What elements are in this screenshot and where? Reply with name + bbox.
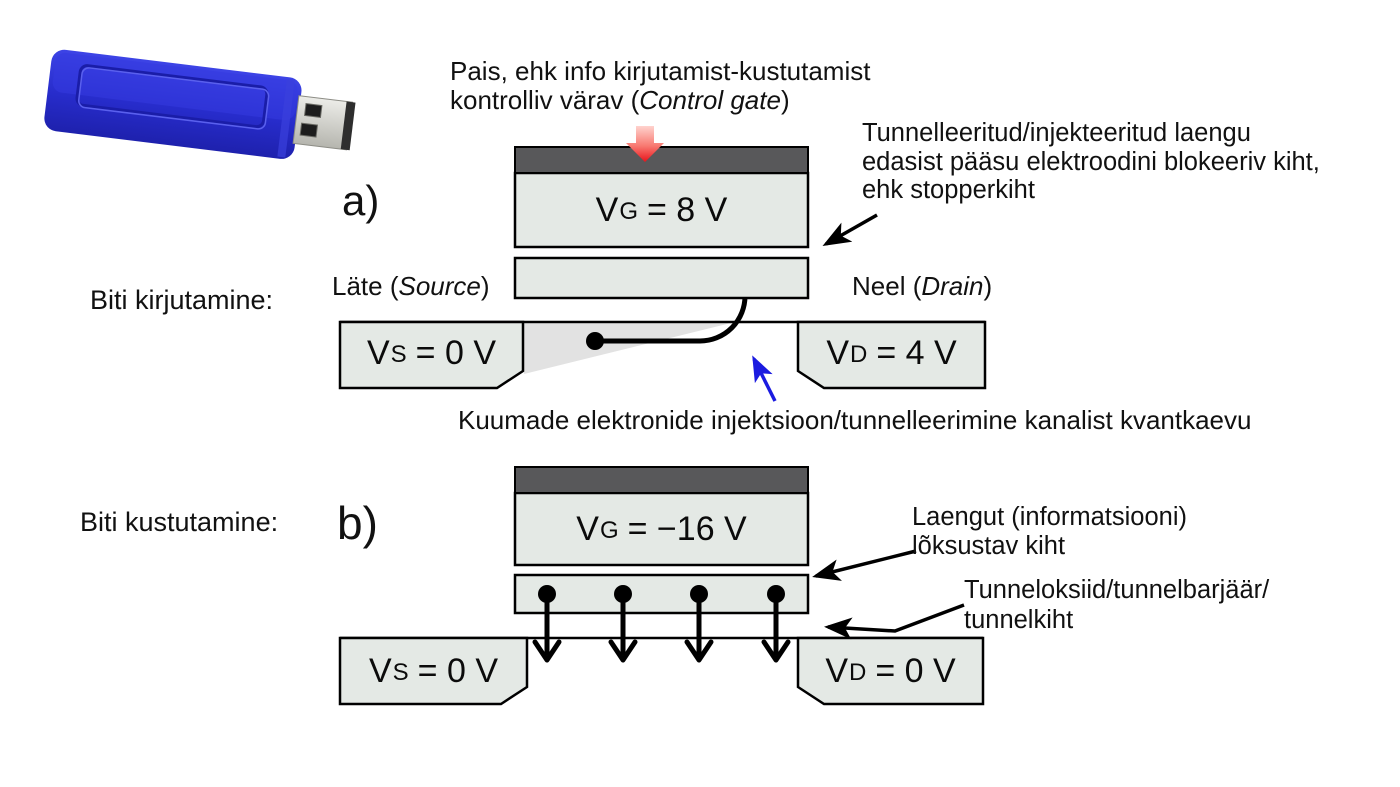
tunnel-layer-caption: Tunneloksiid/tunnelbarjäär/ tunnelkiht bbox=[964, 576, 1270, 634]
source-electrode bbox=[338, 636, 529, 706]
control-gate-caption-line1: Pais, ehk info kirjutamist-kustutamist bbox=[450, 56, 871, 86]
trap-layer-pointer-arrow bbox=[812, 549, 917, 581]
drain-label: Neel (Drain) bbox=[852, 271, 993, 301]
injection-path-arrow bbox=[600, 265, 748, 344]
trap-layer-caption: Laengut (informatsiooni) lõksustav kiht bbox=[912, 503, 1187, 560]
source-label: Läte (Source) bbox=[332, 271, 490, 301]
erase-fig-label: b) bbox=[337, 497, 378, 549]
charge-trap-layer-box bbox=[513, 573, 810, 615]
erase-cell-diagram bbox=[338, 466, 985, 706]
erase-row-label: Biti kustutamine: bbox=[80, 507, 279, 537]
trapped-electron-dots bbox=[538, 585, 785, 603]
write-row-label: Biti kirjutamine: bbox=[90, 285, 274, 315]
blue-injection-pointer-arrow bbox=[752, 355, 777, 402]
write-cell-diagram bbox=[338, 126, 987, 402]
electron-escape-arrows bbox=[532, 591, 791, 663]
channel-wedge bbox=[524, 323, 729, 374]
source-electrode bbox=[338, 320, 525, 390]
usb-flash-drive-image bbox=[44, 49, 356, 159]
control-gate-caption: Pais, ehk info kirjutamist-kustutamist k… bbox=[450, 57, 870, 115]
stopper-layer-caption: Tunnelleeritud/injekteeritud laengu edas… bbox=[862, 119, 1320, 204]
write-fig-label: a) bbox=[342, 177, 380, 224]
control-gate-bar bbox=[514, 146, 809, 174]
charge-trap-layer-box bbox=[513, 256, 810, 300]
tunnel-layer-pointer-arrow bbox=[824, 603, 965, 640]
control-gate-bar bbox=[514, 466, 809, 494]
gate-electrode-box bbox=[513, 491, 810, 567]
electron-dot bbox=[586, 332, 604, 350]
stopper-layer-pointer-arrow bbox=[822, 213, 878, 246]
injection-caption: Kuumade elektronide injektsioon/tunnelle… bbox=[458, 405, 1252, 435]
control-gate-caption-line2: kontrolliv värav (Control gate) bbox=[450, 85, 790, 115]
drain-electrode bbox=[796, 636, 985, 706]
red-write-arrow-icon bbox=[626, 126, 664, 162]
drain-electrode bbox=[796, 320, 987, 390]
gate-electrode-box bbox=[513, 171, 810, 249]
